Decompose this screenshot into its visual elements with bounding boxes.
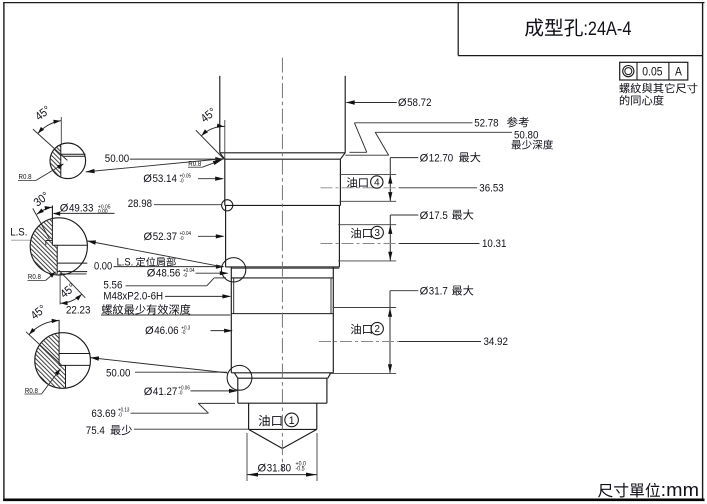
svg-text:12.70: 12.70: [429, 152, 453, 164]
svg-text:Ø: Ø: [147, 268, 156, 280]
svg-text:41.27: 41.27: [153, 386, 177, 398]
svg-text:R0.8: R0.8: [25, 388, 38, 395]
svg-text:10.31: 10.31: [482, 238, 506, 250]
svg-text:3: 3: [374, 228, 380, 239]
svg-text:0.05: 0.05: [642, 65, 663, 79]
svg-text:4: 4: [374, 178, 380, 189]
svg-text:31.7: 31.7: [429, 286, 448, 298]
svg-text:Ø: Ø: [145, 325, 154, 337]
svg-text:+0.04: +0.04: [180, 231, 192, 237]
svg-text:22.23: 22.23: [66, 304, 90, 316]
svg-text:58.72: 58.72: [407, 97, 431, 109]
svg-text:+0.3: +0.3: [181, 325, 190, 331]
svg-text:Ø: Ø: [398, 97, 407, 109]
svg-text:75.4: 75.4: [86, 425, 105, 437]
svg-text:-0: -0: [178, 391, 182, 397]
svg-text:A: A: [675, 65, 682, 79]
svg-text:52.37: 52.37: [153, 231, 177, 243]
svg-text:Ø: Ø: [143, 173, 152, 185]
svg-text:+0.05: +0.05: [98, 204, 111, 210]
svg-text:36.53: 36.53: [479, 182, 503, 194]
svg-text:R0.8: R0.8: [188, 161, 201, 168]
svg-text:-0.5: -0.5: [296, 466, 306, 472]
svg-text:-0: -0: [180, 178, 184, 184]
svg-text:50.00: 50.00: [106, 367, 130, 379]
svg-text:-0: -0: [183, 273, 187, 279]
svg-text:-0: -0: [181, 330, 185, 336]
svg-text::24A-4: :24A-4: [583, 18, 631, 40]
svg-text:Ø: Ø: [420, 286, 429, 298]
svg-text:L.S.: L.S.: [10, 226, 27, 238]
svg-text:53.14: 53.14: [153, 173, 177, 185]
svg-text:28.98: 28.98: [128, 198, 152, 210]
svg-text:M48xP2.0-6H: M48xP2.0-6H: [103, 291, 163, 303]
svg-text:Ø: Ø: [60, 203, 69, 215]
svg-text:+0.0: +0.0: [296, 462, 307, 468]
svg-text:34.92: 34.92: [484, 336, 508, 348]
svg-text:R0.8: R0.8: [19, 174, 32, 181]
svg-text:5.56: 5.56: [103, 280, 122, 292]
svg-text:+0.05: +0.05: [180, 174, 192, 180]
svg-text:+0.06: +0.06: [178, 386, 190, 392]
svg-text:52.78: 52.78: [474, 117, 498, 129]
svg-text:+0.13: +0.13: [118, 408, 130, 414]
svg-text:63.69: 63.69: [91, 408, 115, 420]
svg-text:49.33: 49.33: [69, 203, 93, 215]
svg-text:50.80: 50.80: [514, 129, 538, 141]
svg-text:Ø: Ø: [144, 231, 153, 243]
svg-text:Ø: Ø: [420, 152, 429, 164]
svg-text:2: 2: [374, 324, 379, 335]
svg-text:-0: -0: [180, 236, 184, 242]
svg-text:R0.8: R0.8: [28, 274, 41, 281]
svg-text:L.S.: L.S.: [117, 257, 134, 269]
svg-text::mm: :mm: [661, 480, 699, 500]
svg-text:46.06: 46.06: [154, 325, 178, 337]
svg-text:0.00: 0.00: [94, 260, 112, 272]
svg-text:Ø: Ø: [258, 462, 267, 474]
svg-text:17.5: 17.5: [429, 210, 448, 222]
svg-text:0.00: 0.00: [98, 209, 108, 215]
svg-text:50.00: 50.00: [105, 153, 129, 165]
svg-text:Ø: Ø: [420, 210, 429, 222]
svg-text:1: 1: [289, 415, 295, 427]
svg-text:-0: -0: [118, 413, 122, 419]
svg-text:+0.04: +0.04: [183, 268, 195, 274]
svg-text:Ø: Ø: [144, 386, 153, 398]
svg-text:48.56: 48.56: [156, 268, 180, 280]
svg-text:31.80: 31.80: [267, 462, 291, 474]
